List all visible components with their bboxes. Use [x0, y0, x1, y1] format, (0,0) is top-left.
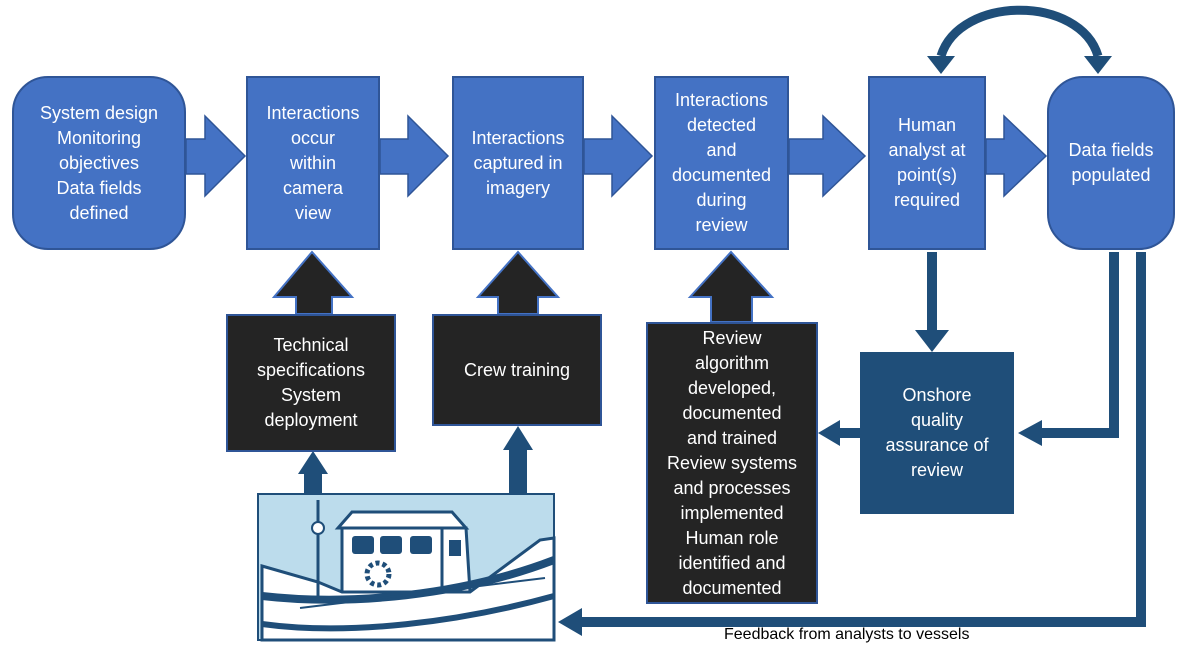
flow-arrow-4 [788, 114, 867, 198]
system-design-box: System design Monitoring objectives Data… [12, 76, 186, 250]
vessel-to-crew-arrowhead [503, 426, 533, 450]
qa-to-review-arrowhead [818, 420, 840, 446]
vessel-to-technical-arrowhead [298, 451, 328, 474]
feedback-caption: Feedback from analysts to vessels [724, 626, 970, 643]
datafields-to-qa-arrowhead [1018, 420, 1042, 446]
vessel-to-technical-line [304, 472, 322, 494]
fishing-boat-icon [257, 493, 556, 642]
feedback-arrowhead [558, 608, 582, 636]
crew-training-box: Crew training [432, 314, 602, 426]
interactions-captured-box: Interactions captured in imagery [452, 76, 584, 250]
human-analyst-box: Human analyst at point(s) required [868, 76, 986, 250]
curved-double-arrow [936, 5, 1103, 58]
up-arrow-review [687, 250, 775, 323]
vessel-to-crew-line [509, 448, 527, 494]
onshore-qa-box: Onshore quality assurance of review [860, 352, 1014, 514]
curved-arrowhead-left [927, 56, 955, 74]
interactions-detected-box: Interactions detected and documented dur… [654, 76, 789, 250]
datafields-to-qa-line [1042, 252, 1119, 438]
data-fields-box: Data fields populated [1047, 76, 1175, 250]
feedback-line [580, 252, 1146, 627]
review-algorithm-box: Review algorithm developed, documented a… [646, 322, 818, 604]
technical-specifications-box: Technical specifications System deployme… [226, 314, 396, 452]
flow-arrow-3 [583, 114, 654, 198]
flow-arrow-1 [185, 114, 247, 198]
interactions-occur-box: Interactions occur within camera view [246, 76, 380, 250]
up-arrow-technical [271, 250, 355, 315]
analyst-to-qa-arrowhead [915, 330, 949, 352]
curved-arrowhead-right [1084, 56, 1112, 74]
flow-arrow-2 [379, 114, 450, 198]
up-arrow-crew [475, 250, 561, 315]
flow-arrow-5 [985, 114, 1048, 198]
